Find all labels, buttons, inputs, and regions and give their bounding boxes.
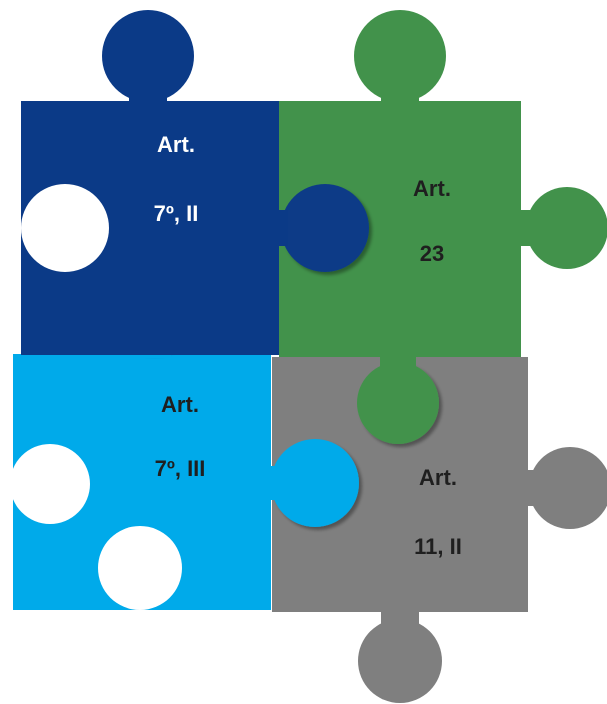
gray-piece-line1: Art. bbox=[419, 465, 457, 490]
dark-blue-piece-top-neck bbox=[129, 92, 167, 106]
green-piece-bottom-tab bbox=[357, 362, 439, 444]
green-piece-right-neck bbox=[515, 210, 531, 246]
green-piece-top-tab bbox=[354, 10, 446, 102]
light-blue-piece-right-neck bbox=[266, 466, 280, 500]
dark-blue-piece-line1: Art. bbox=[157, 132, 195, 157]
light-blue-piece-line1: Art. bbox=[161, 392, 199, 417]
gray-piece-bottom-neck bbox=[381, 605, 419, 625]
green-piece-top-neck bbox=[381, 92, 419, 106]
gray-piece-line2: 11, II bbox=[414, 534, 462, 559]
light-blue-piece-left-hole bbox=[10, 444, 90, 524]
light-blue-piece-right-tab bbox=[271, 439, 359, 527]
light-blue-piece-line2: 7º, III bbox=[155, 456, 206, 481]
light-blue-piece-bottom-hole bbox=[98, 526, 182, 610]
dark-blue-piece-right-neck bbox=[274, 210, 288, 246]
dark-blue-piece-right-tab bbox=[281, 184, 369, 272]
green-piece-line2: 23 bbox=[420, 241, 444, 266]
gray-piece-bottom-tab bbox=[358, 619, 442, 703]
gray-piece-right-tab bbox=[529, 447, 607, 529]
green-piece-right-tab bbox=[526, 187, 607, 269]
dark-blue-piece-line2: 7º, II bbox=[154, 201, 199, 226]
dark-blue-piece-top-tab bbox=[102, 10, 194, 102]
gray-piece bbox=[272, 357, 607, 703]
green-piece-bottom-neck bbox=[380, 350, 416, 370]
dark-blue-piece-left-hole bbox=[21, 184, 109, 272]
green-piece-line1: Art. bbox=[413, 176, 451, 201]
gray-piece-right-neck bbox=[520, 470, 534, 506]
